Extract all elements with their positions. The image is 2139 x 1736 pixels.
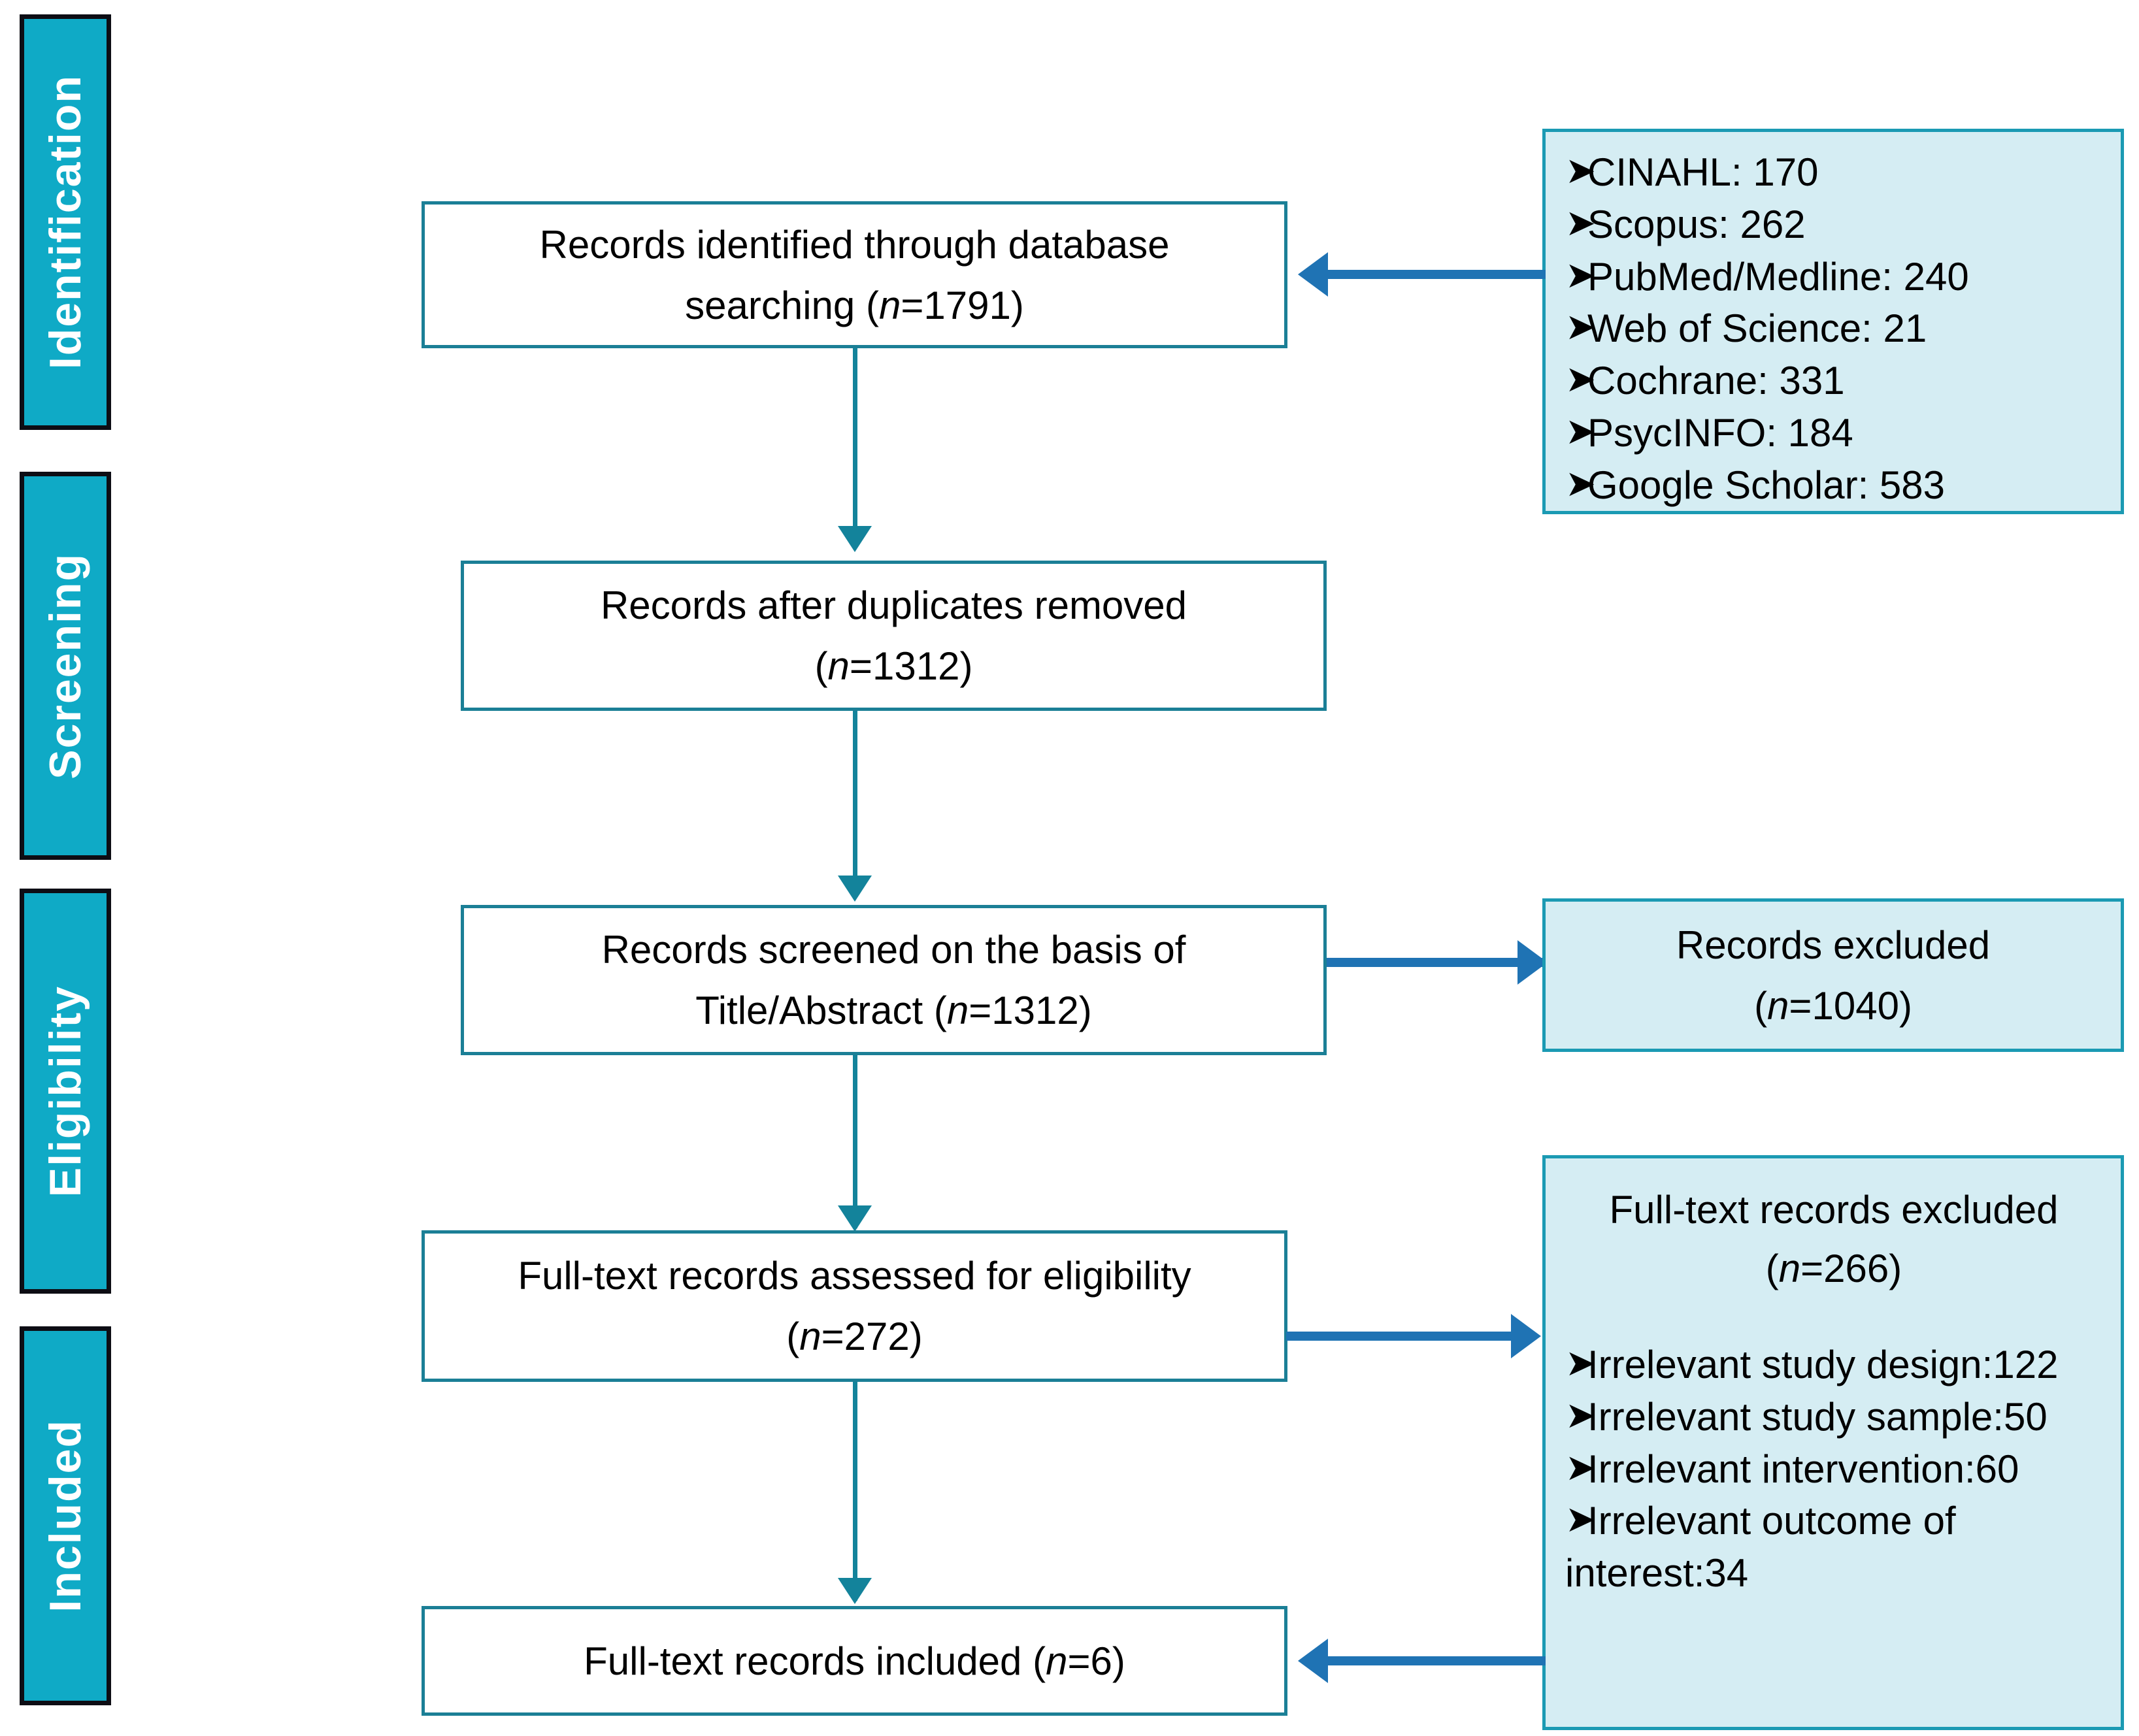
connector-screened-to-excluded: [1327, 958, 1546, 967]
node-records-identified-line2-post: =1791): [901, 283, 1024, 327]
bullet-arrow-icon: ➤: [1565, 462, 1596, 504]
node-records-screened-n: n: [946, 989, 969, 1032]
bullet-arrow-icon: ➤: [1565, 254, 1596, 295]
spacer: [1565, 1309, 2102, 1339]
fulltext-excluded-title-line2-pre: (: [1765, 1247, 1779, 1290]
connector-screened-to-fulltext: [853, 1055, 857, 1228]
stage-band-identification: Identification: [20, 14, 111, 430]
fulltext-excluded-title-line2-post: =266): [1800, 1247, 1902, 1290]
node-records-screened-line2-post: =1312): [969, 989, 1092, 1032]
connector-duplicates-to-screened-arrowhead-icon: [838, 876, 872, 902]
node-records-screened-text: Records screened on the basis of Title/A…: [585, 919, 1203, 1041]
node-fulltext-included-text: Full-text records included (n=6): [567, 1631, 1142, 1692]
list-item: ➤ Irrelevant outcome of interest:34: [1565, 1495, 2102, 1599]
node-fulltext-included-line1-pre: Full-text records included (: [584, 1639, 1046, 1683]
database-item-label: Cochrane: 331: [1587, 359, 1845, 403]
list-item: ➤ PsycINFO: 184: [1565, 407, 2102, 459]
bullet-arrow-icon: ➤: [1565, 150, 1596, 191]
database-item-label: Scopus: 262: [1587, 202, 1806, 246]
node-fulltext-assessed-line2-pre: (: [786, 1315, 800, 1358]
bullet-arrow-icon: ➤: [1565, 1394, 1596, 1435]
connector-fulltext-to-excluded-arrowhead-icon: [1511, 1314, 1541, 1358]
list-item: ➤ Cochrane: 331: [1565, 355, 2102, 407]
list-item: ➤ Irrelevant study sample:50: [1565, 1391, 2102, 1443]
node-fulltext-assessed-line1: Full-text records assessed for eligibili…: [518, 1254, 1191, 1298]
node-records-screened-line2-pre: Title/Abstract (: [695, 989, 947, 1032]
node-records-excluded-text: Records excluded (n=1040): [1659, 915, 2007, 1036]
node-records-identified-line1: Records identified through database: [539, 222, 1170, 267]
list-item: ➤ Irrelevant intervention:60: [1565, 1443, 2102, 1496]
node-records-identified-text: Records identified through database sear…: [523, 214, 1187, 336]
node-records-excluded: Records excluded (n=1040): [1542, 898, 2124, 1052]
node-records-excluded-line2-pre: (: [1754, 983, 1768, 1028]
node-records-screened-line1: Records screened on the basis of: [601, 928, 1186, 972]
list-item: ➤ PubMed/Medline: 240: [1565, 251, 2102, 303]
connector-fulltext-to-included: [853, 1382, 857, 1601]
node-records-screened: Records screened on the basis of Title/A…: [461, 905, 1327, 1055]
stage-band-screening-label: Screening: [41, 552, 90, 779]
stage-band-screening: Screening: [20, 472, 111, 860]
connector-fulltext-to-included-arrowhead-icon: [838, 1578, 872, 1604]
node-fulltext-included-line1-post: =6): [1067, 1639, 1125, 1683]
node-records-identified-n: n: [878, 283, 901, 327]
bullet-arrow-icon: ➤: [1565, 1342, 1596, 1383]
connector-databases-to-identified-arrowhead-icon: [1298, 252, 1328, 297]
node-records-excluded-line1: Records excluded: [1676, 923, 1991, 967]
stage-band-identification-label: Identification: [41, 74, 90, 370]
connector-databases-to-identified: [1327, 270, 1546, 279]
connector-excluded-to-included: [1327, 1656, 1546, 1665]
list-item: ➤ Web of Science: 21: [1565, 303, 2102, 355]
database-item-label: PsycINFO: 184: [1587, 410, 1853, 455]
bullet-arrow-icon: ➤: [1565, 201, 1596, 243]
bullet-arrow-icon: ➤: [1565, 1446, 1596, 1488]
database-item-label: CINAHL: 170: [1587, 150, 1819, 194]
connector-duplicates-to-screened: [853, 711, 857, 897]
bullet-arrow-icon: ➤: [1565, 306, 1596, 348]
node-fulltext-included-n: n: [1046, 1639, 1068, 1683]
node-fulltext-assessed-line2-post: =272): [821, 1315, 923, 1358]
databases-panel: ➤ CINAHL: 170 ➤ Scopus: 262 ➤ PubMed/Med…: [1542, 129, 2124, 514]
node-fulltext-assessed: Full-text records assessed for eligibili…: [422, 1230, 1287, 1382]
exclusion-reason-label: Irrelevant study sample:50: [1587, 1394, 2048, 1439]
connector-excluded-to-included-arrowhead-icon: [1298, 1639, 1328, 1683]
connector-screened-to-fulltext-arrowhead-icon: [838, 1205, 872, 1232]
stage-band-eligibility: Eligibility: [20, 889, 111, 1294]
node-duplicates-removed-line2-pre: (: [814, 644, 828, 688]
exclusion-reason-label: Irrelevant outcome of interest:34: [1565, 1499, 1956, 1596]
node-records-identified: Records identified through database sear…: [422, 201, 1287, 348]
node-records-identified-line2-pre: searching (: [685, 283, 879, 327]
stage-band-included: Included: [20, 1326, 111, 1705]
database-item-label: PubMed/Medline: 240: [1587, 254, 1969, 299]
bullet-arrow-icon: ➤: [1565, 358, 1596, 400]
database-item-label: Web of Science: 21: [1587, 306, 1927, 351]
stage-band-eligibility-label: Eligibility: [41, 985, 90, 1198]
list-item: ➤ Scopus: 262: [1565, 199, 2102, 251]
node-fulltext-assessed-n: n: [799, 1315, 821, 1358]
connector-identified-to-duplicates: [853, 348, 857, 531]
node-records-excluded-n: n: [1767, 983, 1789, 1028]
connector-fulltext-to-excluded: [1286, 1332, 1515, 1341]
database-item-label: Google Scholar: 583: [1587, 463, 1946, 507]
fulltext-excluded-title: Full-text records excluded (n=266): [1565, 1181, 2102, 1298]
node-records-excluded-line2-post: =1040): [1789, 983, 1912, 1028]
fulltext-excluded-n: n: [1778, 1247, 1801, 1290]
stage-band-included-label: Included: [41, 1419, 90, 1613]
node-duplicates-removed: Records after duplicates removed (n=1312…: [461, 561, 1327, 711]
exclusion-reason-label: Irrelevant intervention:60: [1587, 1447, 2019, 1491]
fulltext-excluded-panel: Full-text records excluded (n=266) ➤ Irr…: [1542, 1155, 2124, 1730]
connector-identified-to-duplicates-arrowhead-icon: [838, 526, 872, 552]
node-fulltext-included: Full-text records included (n=6): [422, 1606, 1287, 1716]
node-duplicates-removed-text: Records after duplicates removed (n=1312…: [584, 575, 1204, 696]
exclusion-reason-label: Irrelevant study design:122: [1587, 1343, 2059, 1386]
list-item: ➤ Irrelevant study design:122: [1565, 1339, 2102, 1391]
bullet-arrow-icon: ➤: [1565, 410, 1596, 451]
list-item: ➤ CINAHL: 170: [1565, 146, 2102, 199]
list-item: ➤ Google Scholar: 583: [1565, 459, 2102, 512]
node-duplicates-removed-line1: Records after duplicates removed: [600, 583, 1187, 627]
fulltext-excluded-title-line1: Full-text records excluded: [1609, 1188, 2059, 1232]
node-duplicates-removed-line2-post: =1312): [849, 644, 973, 688]
node-duplicates-removed-n: n: [827, 644, 850, 688]
node-fulltext-assessed-text: Full-text records assessed for eligibili…: [501, 1245, 1208, 1367]
